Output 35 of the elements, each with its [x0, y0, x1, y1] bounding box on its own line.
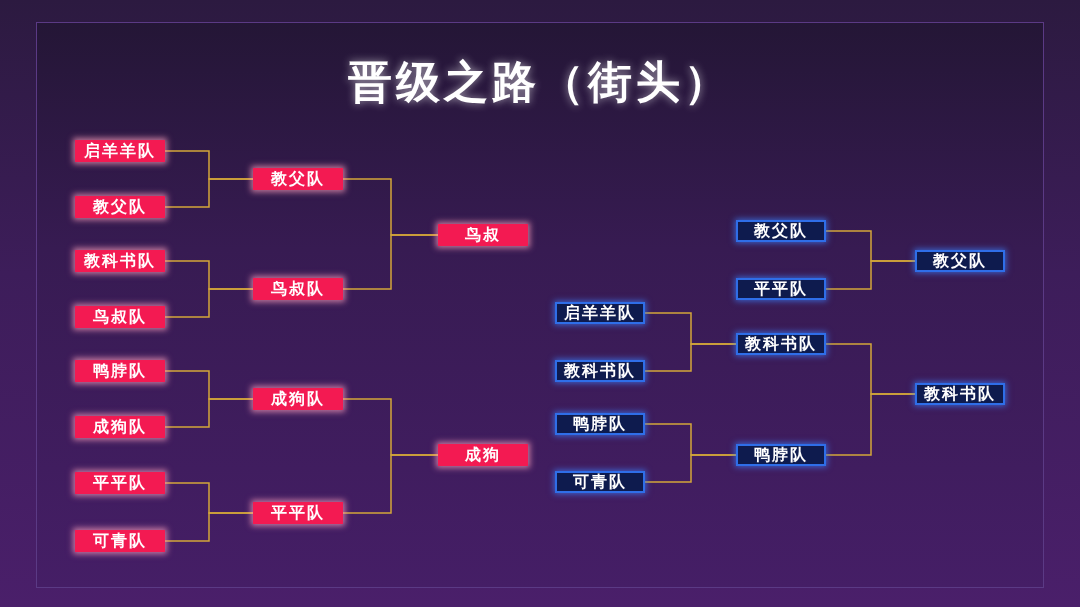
team-box: 鸟叔队	[253, 278, 343, 300]
team-box: 成狗	[438, 444, 528, 466]
team-box: 鸭脖队	[75, 360, 165, 382]
bracket-line	[164, 398, 254, 428]
team-box: 教科书队	[915, 383, 1005, 405]
team-box: 平平队	[253, 502, 343, 524]
title: 晋级之路（街头）	[347, 55, 733, 109]
bracket-line	[644, 454, 737, 483]
team-box: 可青队	[75, 530, 165, 552]
team-box: 鸟叔	[438, 224, 528, 246]
bracket-line	[342, 234, 439, 290]
team-box: 教父队	[915, 250, 1005, 272]
bracket-line	[164, 512, 254, 542]
bracket-line	[164, 288, 254, 318]
team-box: 平平队	[75, 472, 165, 494]
team-box: 成狗队	[75, 416, 165, 438]
bracket-line	[164, 178, 254, 208]
team-box: 教父队	[736, 220, 826, 242]
team-box: 成狗队	[253, 388, 343, 410]
bracket-line	[825, 260, 916, 290]
team-box: 启羊羊队	[555, 302, 645, 324]
team-box: 鸭脖队	[555, 413, 645, 435]
team-box: 教科书队	[736, 333, 826, 355]
bracket-line	[644, 343, 737, 372]
team-box: 教父队	[75, 196, 165, 218]
team-box: 可青队	[555, 471, 645, 493]
team-box: 启羊羊队	[75, 140, 165, 162]
team-box: 鸟叔队	[75, 306, 165, 328]
team-box: 教科书队	[75, 250, 165, 272]
bracket-line	[342, 454, 439, 514]
team-box: 平平队	[736, 278, 826, 300]
bracket-line	[825, 393, 916, 456]
team-box: 教科书队	[555, 360, 645, 382]
team-box: 鸭脖队	[736, 444, 826, 466]
team-box: 教父队	[253, 168, 343, 190]
